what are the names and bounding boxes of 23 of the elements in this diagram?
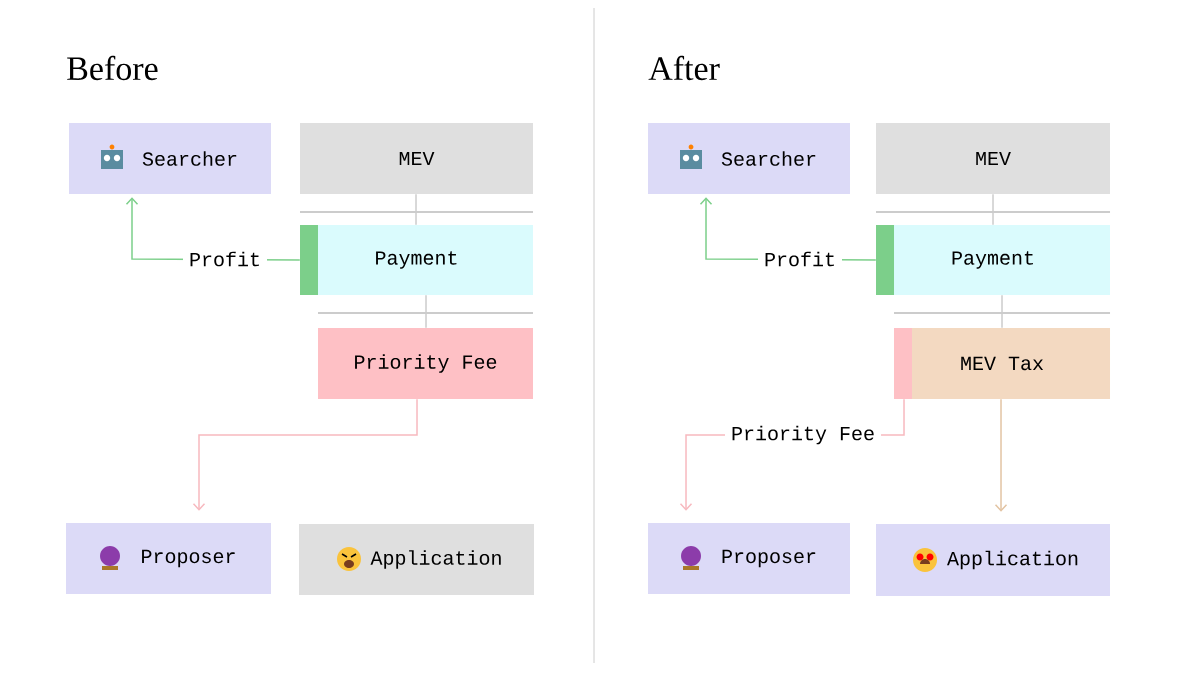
connector-line [415, 193, 417, 226]
mev-box: MEV [876, 123, 1110, 194]
edge-label: Priority Fee [732, 425, 874, 445]
connector-line [425, 294, 427, 329]
edge-label: Profit [190, 251, 259, 267]
edge-label: Profit [765, 251, 834, 267]
fee-box: Priority Fee [318, 328, 533, 399]
application-box: Application [299, 524, 534, 595]
tax-box: MEV Tax [894, 328, 1110, 399]
application-box: Application [876, 524, 1110, 596]
payment-box: Payment [876, 225, 1110, 295]
searcher-box: Searcher [648, 123, 850, 194]
searcher-box: Searcher [69, 123, 271, 194]
heading: Before [67, 55, 158, 81]
connector-line [1001, 294, 1003, 329]
payment-box: Payment [300, 225, 533, 295]
proposer-box: Proposer [648, 523, 850, 594]
proposer-box: Proposer [66, 523, 271, 594]
arrow [994, 398, 1008, 512]
connector-line [992, 193, 994, 226]
mev-box: MEV [300, 123, 533, 194]
arrow [192, 398, 418, 511]
heading: After [648, 55, 720, 81]
